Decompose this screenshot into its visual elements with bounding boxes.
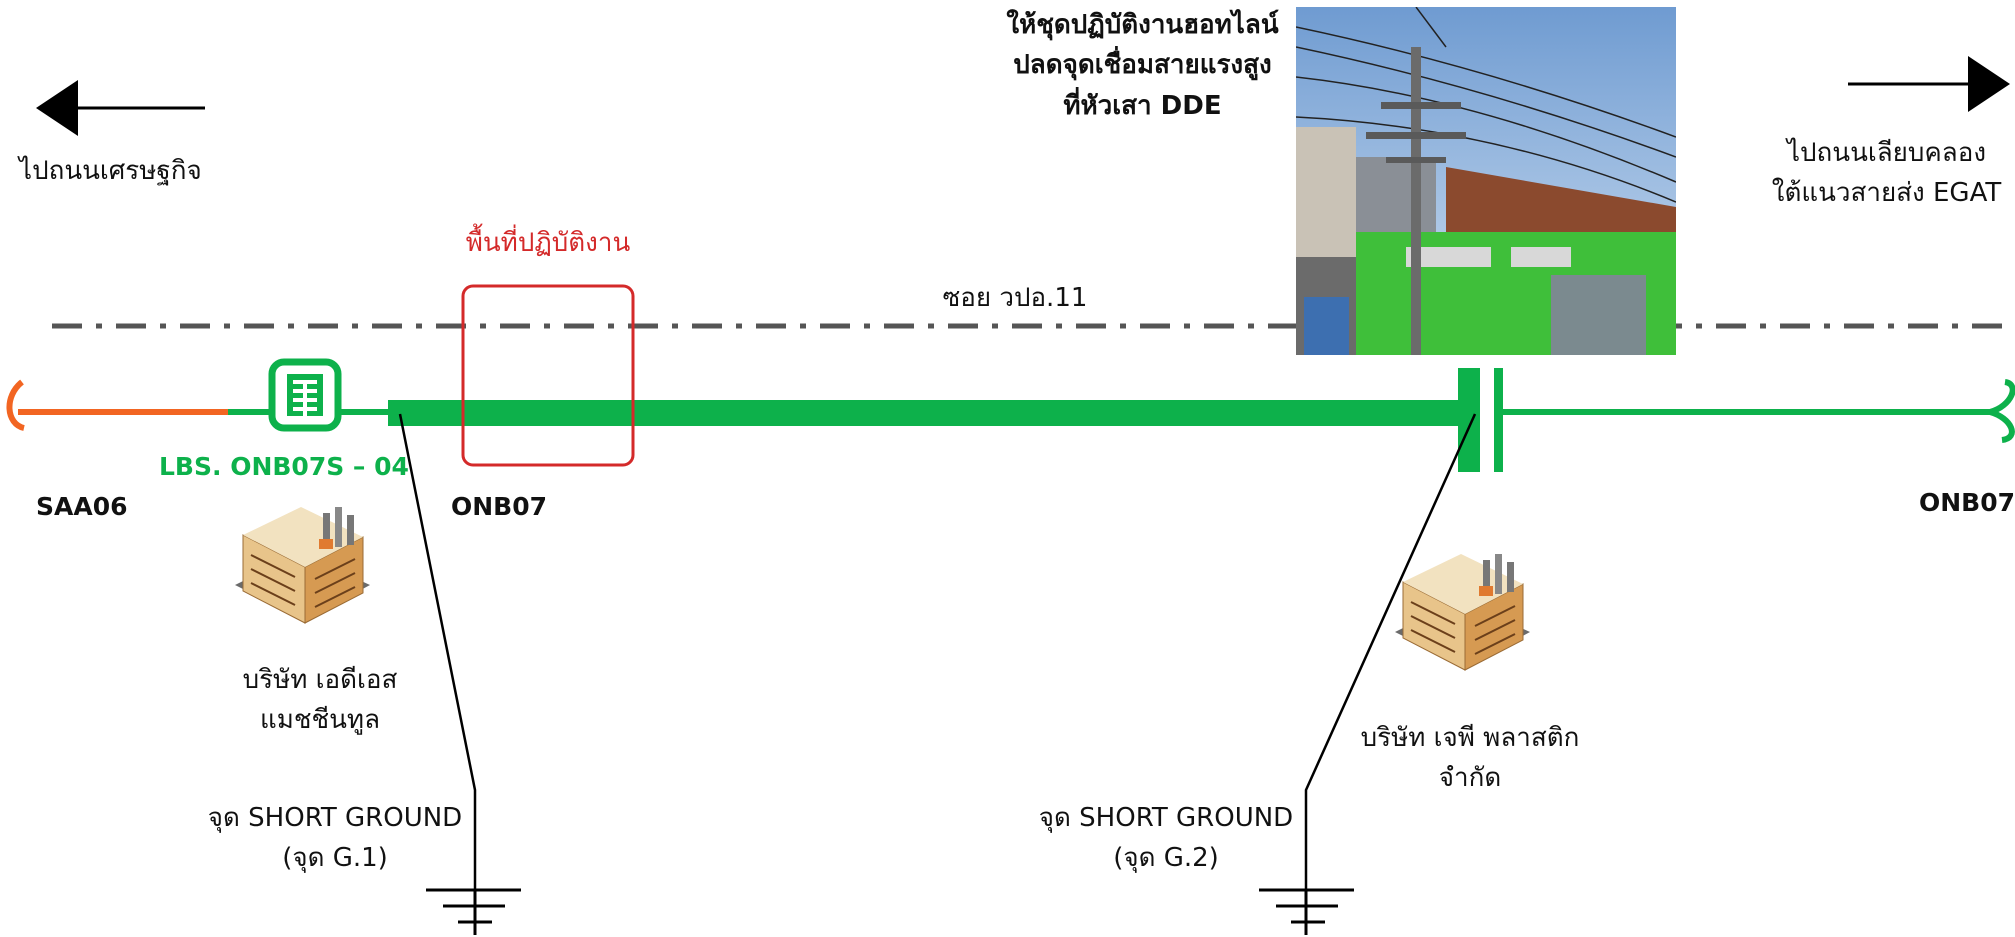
ground2-line1: จุด SHORT GROUND: [1038, 803, 1294, 833]
road-label: ซอย วปอ.11: [942, 283, 1088, 313]
open-point-icon: [1458, 368, 1503, 472]
hotline-note-line2: ปลดจุดเชื่อมสายแรงสูง: [1013, 50, 1272, 81]
feeder-line-thick: [388, 400, 1478, 426]
company2-label: บริษัท เจพี พลาสติก จำกัด: [1330, 718, 1610, 799]
ground-icon: [1259, 888, 1354, 935]
company1-label: บริษัท เอดีเอส แมชชีนทูล: [200, 660, 440, 741]
source-line-saa06: [6, 379, 230, 431]
factory-icon: [235, 507, 370, 624]
arrow-left-icon: [36, 80, 205, 136]
street-photo: [1296, 7, 1676, 355]
arrow-right-icon: [1848, 56, 2010, 112]
right-direction-label: ไปถนนเลียบคลอง ใต้แนวสายส่ง EGAT: [1758, 133, 2015, 214]
company2-line1: บริษัท เจพี พลาสติก: [1360, 723, 1580, 753]
load-break-switch-icon: [268, 358, 342, 432]
company1-line1: บริษัท เอดีเอส: [242, 665, 398, 695]
hotline-note-line1: ให้ชุดปฏิบัติงานฮอทไลน์: [1006, 10, 1279, 40]
feeder-left-label: SAA06: [36, 492, 128, 521]
company1-line2: แมชชีนทูล: [259, 705, 381, 736]
ground2-label: จุด SHORT GROUND (จุด G.2): [1026, 798, 1306, 879]
company2-line2: จำกัด: [1438, 763, 1502, 794]
work-area-box: [461, 284, 635, 467]
work-area-label: พื้นที่ปฏิบัติงาน: [465, 228, 631, 258]
ground-lead-g2: [1304, 413, 1477, 890]
ground-lead-g1: [398, 413, 477, 890]
ground1-line2: (จุด G.1): [282, 843, 388, 874]
right-direction-line1: ไปถนนเลียบคลอง: [1786, 138, 1987, 168]
hotline-note-line3: ที่หัวเสา DDE: [1063, 90, 1222, 121]
ground1-line1: จุด SHORT GROUND: [207, 803, 463, 833]
factory-icon: [1395, 554, 1530, 671]
ground1-label: จุด SHORT GROUND (จุด G.1): [195, 798, 475, 879]
feeder-line-right-end: [1988, 379, 2015, 443]
ground-icon: [426, 888, 521, 935]
ground2-line2: (จุด G.2): [1113, 843, 1219, 874]
feeder-right-label: ONB07: [1918, 488, 2015, 517]
switch-label: LBS. ONB07S – 04: [159, 452, 409, 481]
left-direction-label: ไปถนนเศรษฐกิจ: [19, 156, 202, 186]
feeder-mid-label: ONB07: [451, 492, 548, 521]
right-direction-line2: ใต้แนวสายส่ง EGAT: [1771, 178, 2002, 209]
hotline-note: ให้ชุดปฏิบัติงานฮอทไลน์ ปลดจุดเชื่อมสายแ…: [990, 5, 1295, 126]
